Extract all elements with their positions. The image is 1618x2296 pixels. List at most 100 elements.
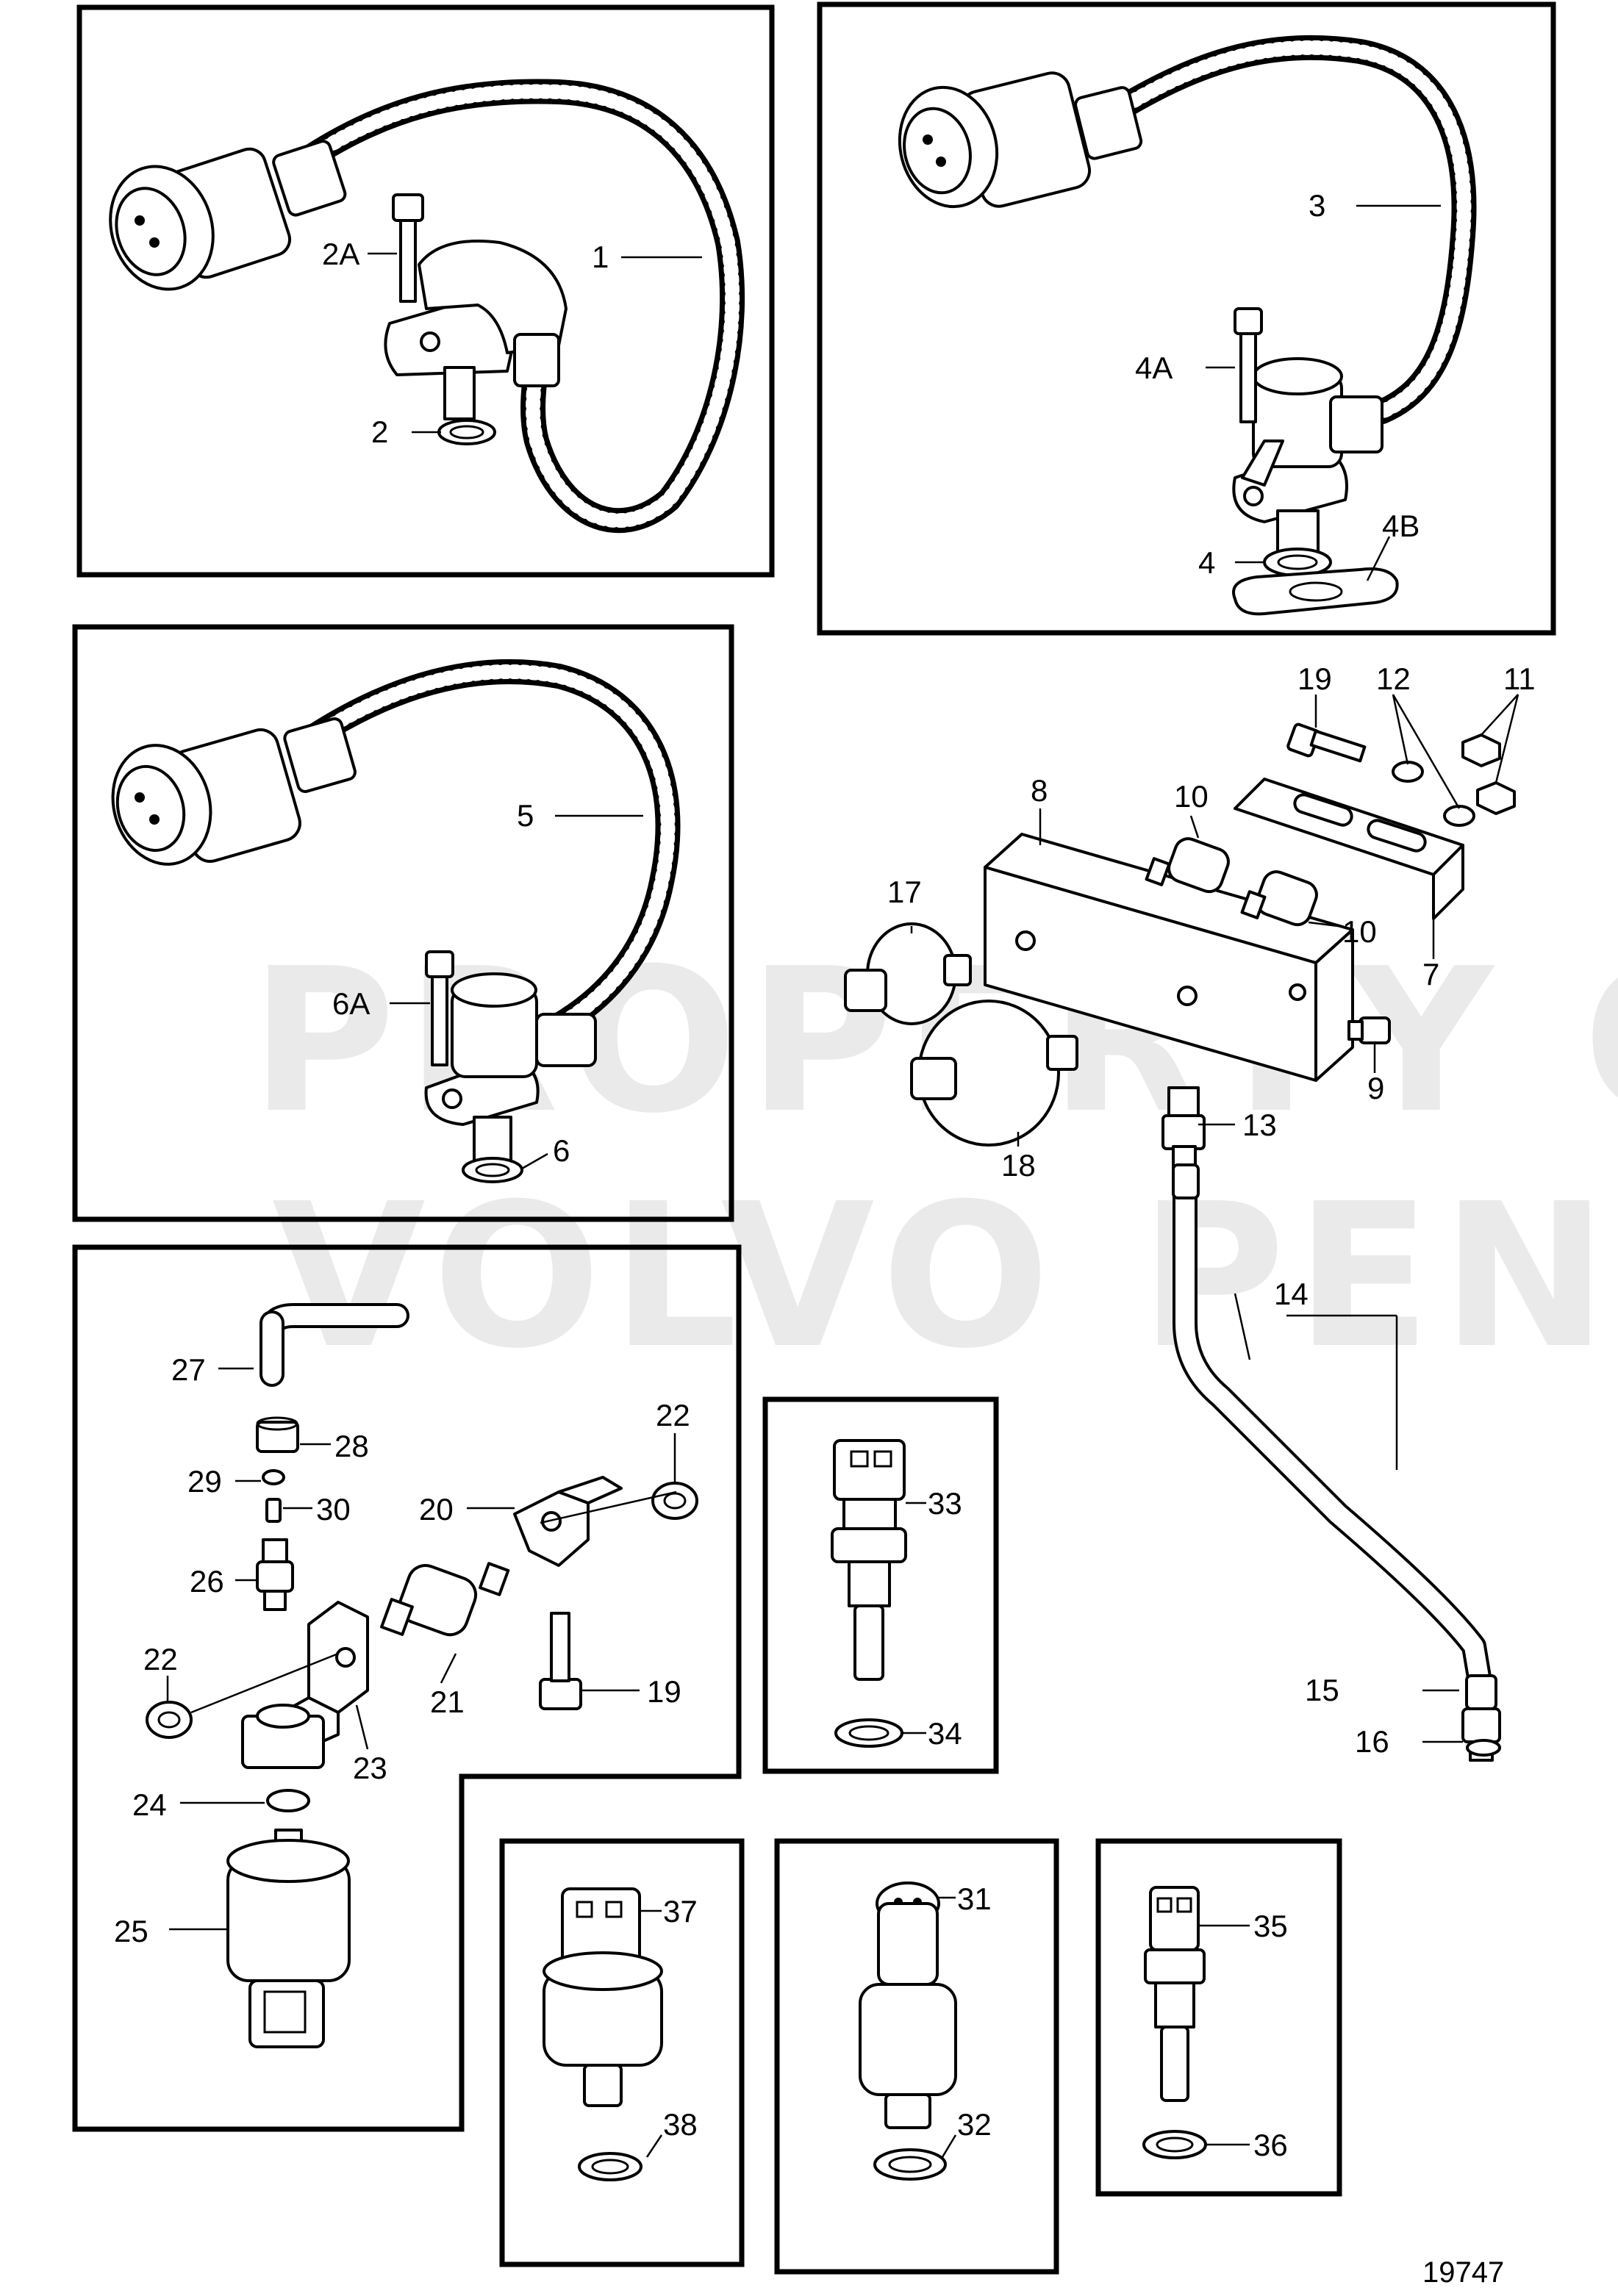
callout-6A: 6A: [332, 986, 370, 1021]
callout-34: 34: [928, 1716, 962, 1751]
seal-ring-icon: [834, 1718, 903, 1748]
washer-icon: [266, 1789, 310, 1812]
panel-frame-f: [499, 1838, 745, 2267]
panel-pressure-sensor-37: 37 38: [499, 1838, 745, 2267]
nipple-fitting-icon: [256, 1538, 294, 1611]
seal-ring-icon: [873, 2148, 947, 2181]
callout-1: 1: [592, 240, 609, 274]
callout-17: 17: [887, 875, 922, 909]
callout-19b: 19: [647, 1674, 681, 1709]
callout-27: 27: [171, 1352, 206, 1387]
bracket-icon: [1234, 778, 1464, 920]
rubber-damper-icon: [1145, 837, 1318, 927]
manifold-assembly: 19 12 11 8 10 10 7 17 9 13 18 14 15 16: [844, 661, 1536, 1762]
seal-ring-icon: [1142, 2130, 1207, 2159]
callout-4A: 4A: [1135, 351, 1173, 385]
callout-14: 14: [1274, 1277, 1309, 1311]
seal-ring-icon: [462, 1157, 523, 1183]
callout-22b: 22: [656, 1398, 690, 1432]
panel-pressure-sensor-31: 31 32: [774, 1838, 1059, 2275]
panel-frame-c: [72, 624, 734, 1222]
callout-4B: 4B: [1382, 509, 1420, 543]
bolt-icon: [425, 950, 454, 1066]
cap-nut-icon: [146, 1701, 193, 1739]
callout-3: 3: [1309, 188, 1325, 223]
callout-12: 12: [1376, 661, 1411, 696]
callout-2A: 2A: [322, 237, 359, 271]
panel-sensor-harness-3: 3 4A 4 4B: [817, 1, 1556, 636]
seal-ring-icon: [437, 419, 496, 445]
panel-frame-h: [1095, 1838, 1342, 2197]
panel-frame-e: [762, 1396, 999, 1774]
panel-sensor-harness-5: 5 6A 6: [72, 624, 734, 1222]
callout-25: 25: [114, 1914, 148, 1948]
adapter-housing-icon: [241, 1704, 325, 1769]
callout-31: 31: [957, 1881, 992, 1916]
watermark-line2: VOLVO PENTA: [272, 1160, 1618, 1392]
callout-20: 20: [419, 1492, 454, 1527]
gasket-plate-icon: [1232, 567, 1399, 616]
olive-ring-icon: [262, 1469, 285, 1485]
bolt-icon: [1286, 722, 1367, 763]
pressure-switch-icon: [226, 1829, 351, 2048]
callout-36: 36: [1253, 2128, 1288, 2162]
temperature-sensor-icon: [1144, 1886, 1206, 2102]
bolt-icon: [539, 1612, 582, 1710]
callout-33: 33: [928, 1486, 962, 1521]
callout-37: 37: [663, 1894, 698, 1929]
callout-2: 2: [371, 415, 388, 449]
washer-icon: [1392, 761, 1475, 827]
callout-7: 7: [1422, 957, 1439, 991]
callout-26: 26: [190, 1564, 224, 1599]
panel-frame-a: [76, 4, 775, 578]
connector-plug-icon: [109, 140, 347, 291]
callout-8: 8: [1031, 773, 1048, 808]
callout-23: 23: [353, 1751, 387, 1785]
bolt-icon: [1234, 307, 1263, 423]
cap-nut-icon: [651, 1482, 698, 1520]
panel-temperature-sensor-35: 35 36: [1095, 1838, 1342, 2197]
panel-frame-d: [72, 1244, 742, 2132]
nut-icon: [1461, 733, 1516, 815]
washer-icon: [1466, 1739, 1501, 1757]
pressure-switch-icon: [910, 1000, 1078, 1147]
temperature-sensor-icon: [831, 1439, 907, 1681]
pressure-sensor-icon: [543, 1887, 663, 2107]
callout-28: 28: [334, 1429, 369, 1463]
panel-temperature-sensor-33: 33 34: [762, 1396, 999, 1774]
plug-icon: [1347, 1016, 1391, 1044]
callout-32: 32: [957, 2107, 992, 2142]
connector-plug-icon: [898, 71, 1143, 209]
panel-pressure-switch-assembly: 27 28 29 30 26 22 22 20 19 21 23 24 25: [72, 1244, 742, 2132]
panel-frame-g: [774, 1838, 1059, 2275]
callout-19a: 19: [1297, 661, 1332, 696]
sensor-cylinder-icon: [1232, 357, 1383, 556]
callout-30: 30: [316, 1492, 351, 1527]
callout-6: 6: [553, 1133, 570, 1168]
bolt-icon: [392, 193, 424, 303]
callout-10b: 10: [1342, 914, 1377, 949]
callout-16: 16: [1355, 1724, 1389, 1759]
bracket-icon: [513, 1476, 623, 1567]
rubber-damper-icon: [380, 1562, 510, 1637]
seal-ring-icon: [578, 2152, 642, 2181]
callout-29: 29: [187, 1464, 222, 1499]
panel-sensor-harness-1: 2A 2 1: [76, 4, 775, 578]
callout-15: 15: [1305, 1673, 1339, 1707]
callout-21: 21: [430, 1685, 465, 1719]
callout-24: 24: [132, 1787, 167, 1822]
callout-10a: 10: [1174, 779, 1209, 814]
callout-13: 13: [1242, 1108, 1277, 1142]
sensor-elbow-icon: [384, 240, 568, 420]
pressure-sensor-icon: [844, 922, 972, 1025]
nut-icon: [256, 1416, 299, 1453]
callout-4: 4: [1198, 545, 1215, 580]
callout-35: 35: [1253, 1909, 1288, 1943]
connector-plug-icon: [111, 717, 357, 866]
callout-5: 5: [517, 798, 534, 833]
pressure-sensor-icon: [859, 1881, 957, 2129]
panel-frame-b: [817, 1, 1556, 636]
callout-38: 38: [663, 2107, 698, 2142]
distribution-block-icon: [984, 833, 1354, 1082]
